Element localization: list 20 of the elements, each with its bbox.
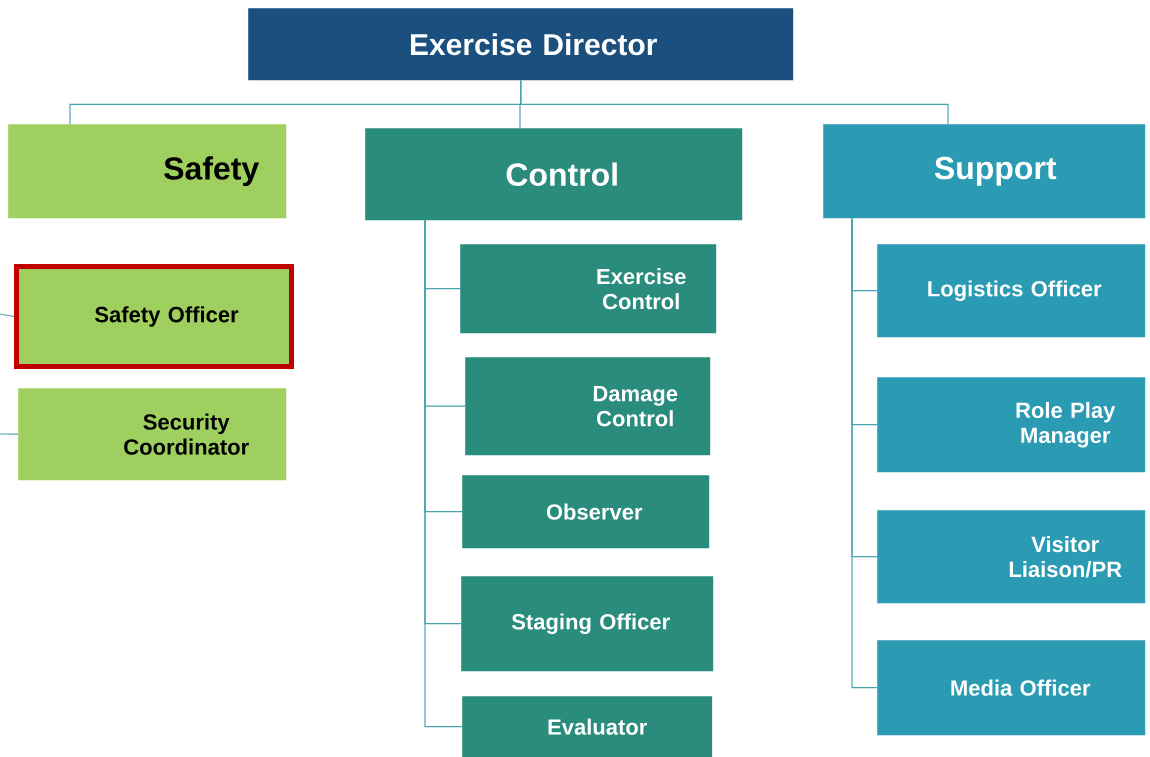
connector	[851, 217, 878, 689]
connector	[520, 79, 949, 125]
role-box: Media Officer	[877, 640, 1146, 736]
role-box: Visitor Liaison/PR	[877, 510, 1146, 604]
role-box: Damage Control	[465, 357, 711, 456]
group-box: Safety	[8, 124, 287, 219]
role-box: Logistics Officer	[877, 244, 1146, 338]
group-box: Control	[365, 128, 743, 221]
group-box: Support	[823, 124, 1146, 219]
role-box: Staging Officer	[461, 576, 714, 672]
role-box: Security Coordinator	[18, 388, 287, 481]
role-box: Exercise Control	[460, 244, 717, 334]
highlighted-role-box: Safety Officer	[14, 264, 294, 369]
title-box: Exercise Director	[248, 8, 794, 81]
role-box: Evaluator	[462, 696, 713, 757]
role-box: Observer	[462, 475, 710, 549]
role-box: Role Play Manager	[877, 377, 1146, 473]
connector	[0, 433, 19, 435]
connector	[0, 313, 15, 318]
connector	[424, 219, 463, 728]
